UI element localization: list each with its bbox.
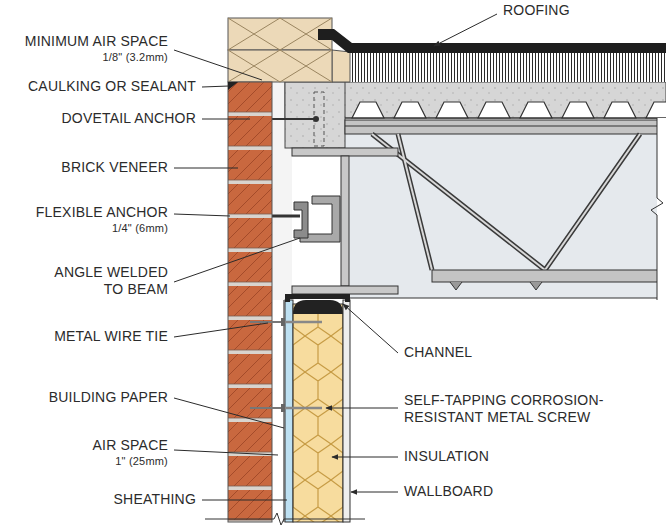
- wood-block: [228, 18, 332, 50]
- chord-clip: [450, 282, 542, 290]
- channel: [285, 294, 350, 302]
- dimension-label: 1/4" (6mm): [112, 222, 168, 236]
- batt-insulation: [293, 304, 343, 522]
- dimension-label: 1" (25mm): [115, 455, 168, 469]
- callout-label: SELF-TAPPING CORROSION- RESISTANT METAL …: [404, 392, 656, 427]
- callout-label: SHEATHING: [114, 491, 196, 509]
- leader-line: [174, 214, 230, 216]
- leader-line: [174, 323, 268, 337]
- deck-line: [345, 117, 666, 118]
- deck-rib: [520, 102, 552, 118]
- cant-strip: [332, 50, 350, 82]
- deck-rib: [604, 102, 636, 118]
- screw-head: [281, 404, 285, 412]
- break-line: [205, 513, 365, 525]
- leader-line: [174, 50, 262, 80]
- callout-label: FLEXIBLE ANCHOR: [36, 204, 168, 222]
- leader-line: [202, 86, 229, 87]
- wire-tie: [250, 321, 286, 323]
- screws: [281, 318, 322, 412]
- top-chord-line: [345, 126, 666, 127]
- beam-top-flange: [292, 148, 398, 156]
- sealant-bead: [228, 82, 238, 90]
- break-mask: [657, 118, 666, 300]
- wire-tie: [250, 407, 286, 409]
- beam-bottom-flange: [292, 286, 398, 294]
- bar-joist: [345, 120, 666, 298]
- wire-ties: [250, 322, 286, 408]
- callout-label: MINIMUM AIR SPACE: [25, 33, 168, 51]
- sheathing: [285, 300, 293, 522]
- callout-label: ROOFING: [503, 2, 570, 20]
- brick-veneer: [228, 82, 272, 522]
- ceiling-line: [345, 298, 657, 299]
- callout-label: METAL WIRE TIE: [54, 328, 168, 346]
- leader-line: [174, 238, 300, 282]
- metal-deck: [345, 102, 666, 118]
- callout-label: CHANNEL: [404, 344, 472, 362]
- callout-label: CAULKING OR SEALANT: [28, 78, 196, 96]
- deck-rib: [394, 102, 426, 118]
- deck-rib: [436, 102, 468, 118]
- leader-line: [351, 492, 398, 493]
- screw: [284, 407, 322, 410]
- screw-head: [281, 318, 285, 326]
- roofing-membrane: [318, 29, 666, 53]
- wallboard: [343, 300, 350, 522]
- callout-label: BUILDING PAPER: [49, 389, 168, 407]
- leader-line: [202, 500, 287, 501]
- bottom-chord: [432, 270, 666, 282]
- steel-beam: [292, 148, 398, 294]
- deck-rib: [562, 102, 594, 118]
- joist-web: [372, 134, 640, 270]
- callout-label: INSULATION: [404, 448, 489, 466]
- break-line: [651, 118, 663, 300]
- leader-lines: [174, 14, 497, 500]
- leader-line: [434, 14, 497, 46]
- roof-insulation: [336, 52, 666, 82]
- wood-block: [228, 50, 332, 82]
- deck-rib: [478, 102, 510, 118]
- callout-label: AIR SPACE: [93, 437, 168, 455]
- leader-line: [174, 398, 284, 428]
- callout-label: BRICK VENEER: [61, 159, 168, 177]
- callout-label: WALLBOARD: [404, 483, 493, 501]
- callout-label: DOVETAIL ANCHOR: [62, 110, 196, 128]
- leader-line: [174, 168, 238, 169]
- callout-label: ANGLE WELDED TO BEAM: [46, 264, 168, 299]
- deck-rib: [352, 102, 384, 118]
- leader-line: [174, 450, 278, 455]
- top-chord: [345, 120, 666, 134]
- beam-web: [341, 156, 349, 286]
- wood-grain: [228, 18, 332, 82]
- leader-line: [343, 304, 398, 353]
- wood-blocking: [228, 18, 332, 82]
- insulation-cap: [293, 300, 343, 314]
- slab-edge: [285, 82, 345, 148]
- deck-rib: [646, 102, 666, 118]
- anchor-plate: [294, 202, 308, 238]
- leader-line: [202, 119, 250, 120]
- dovetail-slot: [314, 92, 324, 146]
- leader-line: [326, 408, 398, 409]
- screw: [284, 321, 322, 324]
- leader-line: [332, 457, 398, 458]
- dimension-label: 1/8" (3.2mm): [102, 51, 168, 65]
- dovetail-anchor-end: [313, 116, 319, 122]
- joist-web-core: [372, 134, 640, 270]
